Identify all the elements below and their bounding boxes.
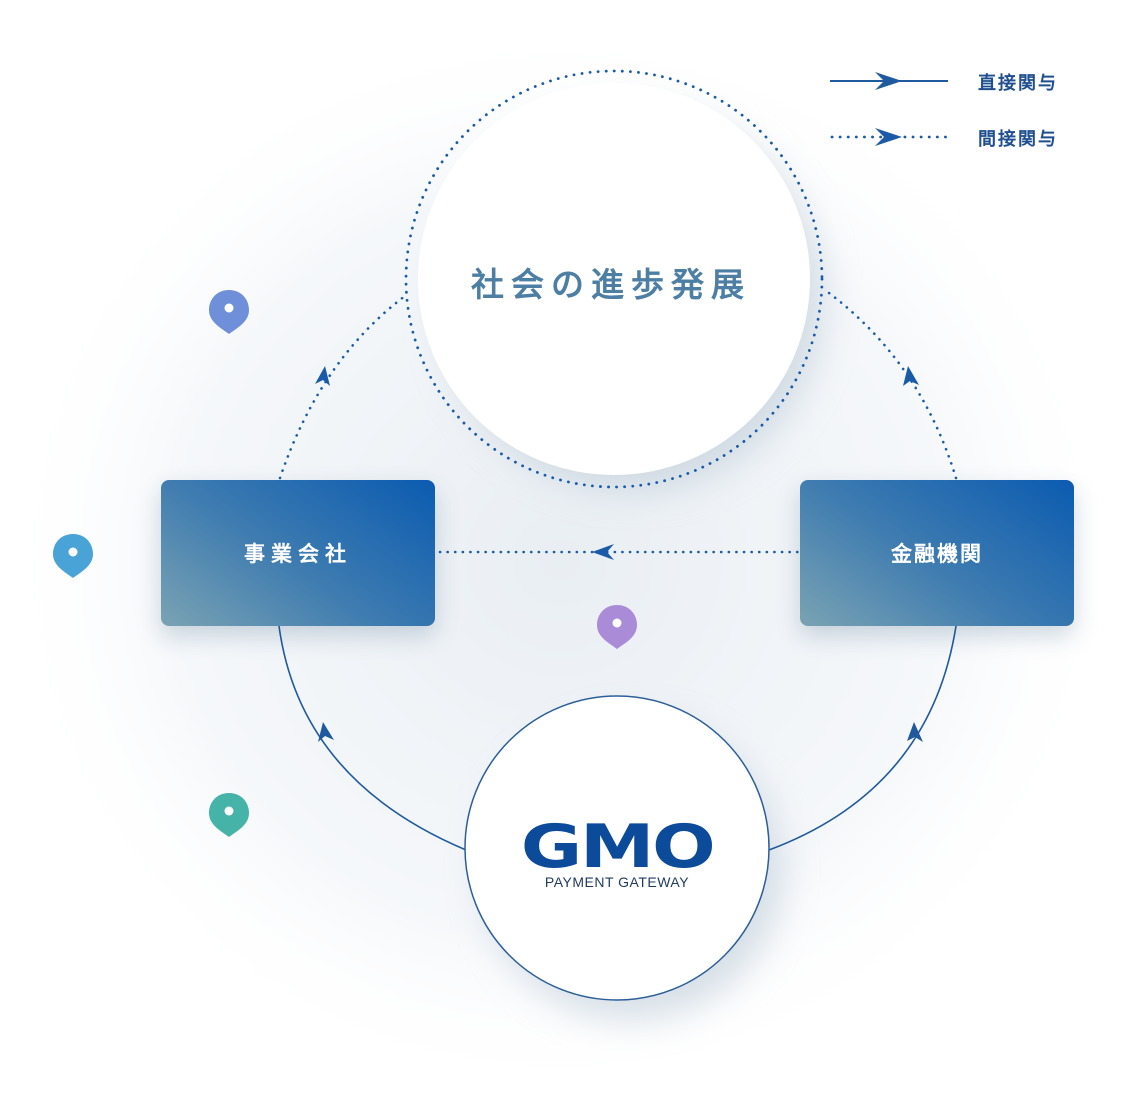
legend-indirect-label: 間接関与 [978, 129, 1058, 150]
arrow-left-horizontal-icon [592, 544, 614, 560]
indirect-line-right [823, 288, 958, 480]
indirect-line-left [278, 294, 407, 480]
financial-institution-box: 金融機関 [800, 480, 1074, 626]
direct-line-left [278, 625, 467, 851]
legend-direct-label: 直接関与 [978, 73, 1058, 94]
top-circle-background [418, 83, 810, 475]
business-company-label: 事業会社 [244, 542, 352, 566]
bottom-circle-inner [481, 712, 753, 984]
arrow-right-indirect-icon [903, 366, 919, 386]
arrow-left-indirect-icon [315, 366, 330, 386]
map-pin-blue-violet-icon [209, 290, 249, 334]
direct-line-right [768, 625, 957, 851]
arrow-right-up-icon [907, 722, 923, 742]
gmo-logo: GMO [520, 812, 716, 882]
business-company-box: 事業会社 [161, 480, 435, 626]
map-pin-purple-icon [597, 605, 637, 649]
background-glow [0, 20, 1120, 1100]
legend-indirect-arrow-icon [875, 128, 902, 146]
top-circle-dotted-ring [404, 69, 824, 489]
map-pin-sky-icon [53, 534, 93, 578]
arrow-left-up-icon [318, 722, 334, 742]
map-pin-teal-icon [209, 793, 249, 837]
top-circle-title: 社会の進歩発展 [471, 265, 751, 304]
gmo-logo-subtitle: PAYMENT GATEWAY [544, 874, 690, 890]
legend-direct-arrow-icon [875, 72, 902, 90]
financial-institution-label: 金融機関 [891, 542, 983, 566]
